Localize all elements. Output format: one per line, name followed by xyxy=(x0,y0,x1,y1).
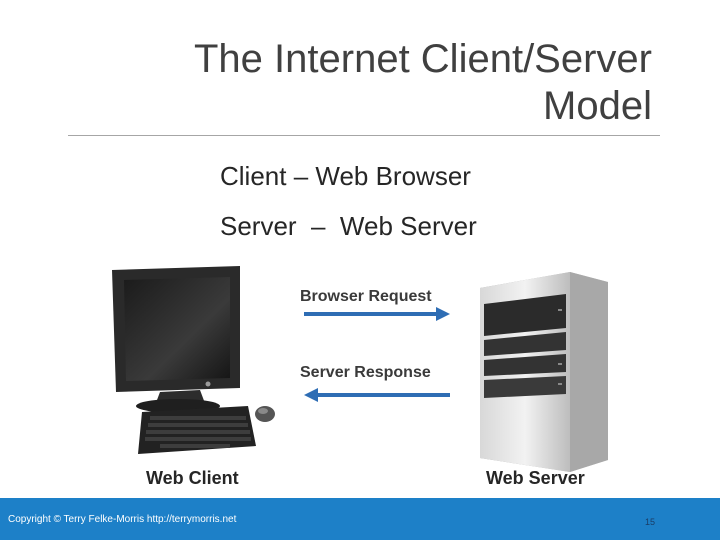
request-arrow xyxy=(304,307,450,321)
response-arrow xyxy=(304,388,450,402)
slide-title: The Internet Client/Server Model xyxy=(92,36,652,130)
title-divider xyxy=(68,135,660,136)
client-server-diagram: Browser Request Server Response Web Clie… xyxy=(100,260,620,498)
footer-bar: Copyright © Terry Felke-Morris http://te… xyxy=(0,498,720,540)
keyboard-icon xyxy=(138,406,256,454)
monitor-icon xyxy=(112,266,240,413)
web-server-caption: Web Server xyxy=(486,468,585,488)
bullet-client: Client – Web Browser xyxy=(220,161,471,191)
slide-title-line-2: Model xyxy=(543,84,652,128)
copyright-text: Copyright © Terry Felke-Morris http://te… xyxy=(8,514,237,525)
server-response-label: Server Response xyxy=(300,364,431,381)
server-tower-icon xyxy=(480,272,608,472)
slide-title-line-1: The Internet Client/Server xyxy=(194,37,652,81)
mouse-icon xyxy=(255,406,275,422)
browser-request-label: Browser Request xyxy=(300,288,432,305)
web-client-caption: Web Client xyxy=(146,468,239,488)
bullet-server: Server – Web Server xyxy=(220,211,477,241)
bullet-list: Client – Web Browser Server – Web Server xyxy=(220,158,477,258)
slide-number: 15 xyxy=(645,517,656,527)
diagram-artwork xyxy=(112,266,608,472)
